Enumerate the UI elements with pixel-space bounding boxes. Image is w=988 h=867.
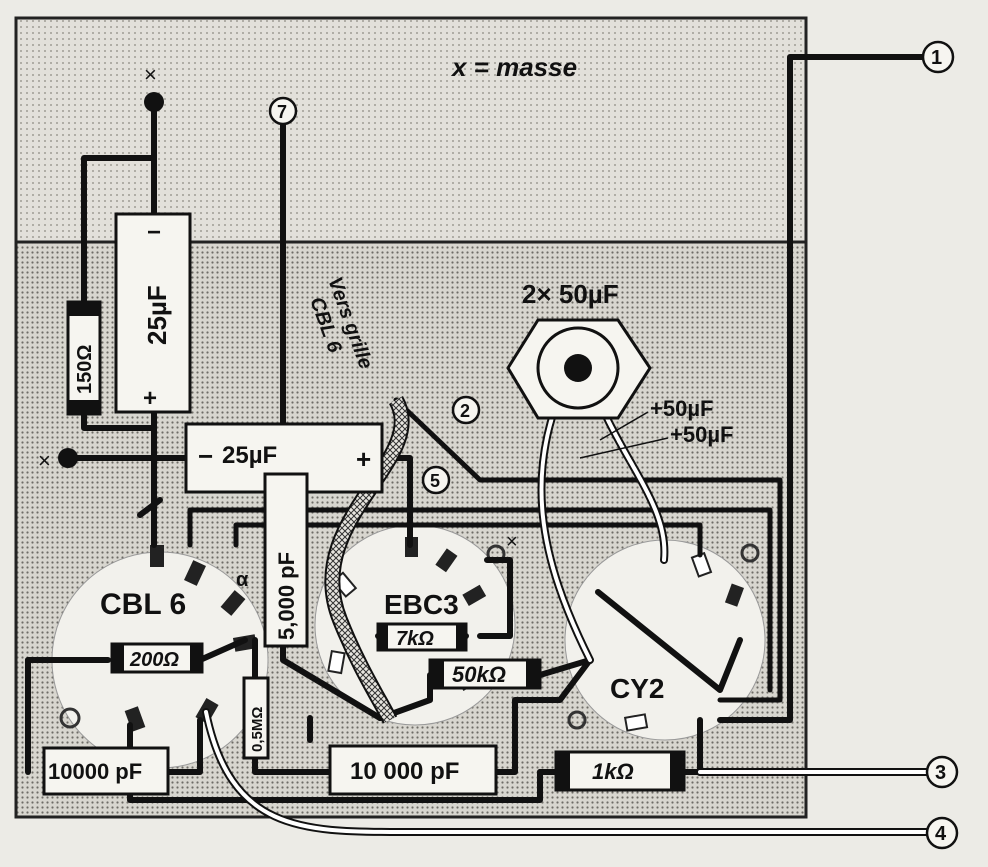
cap-plus: +	[356, 444, 371, 474]
capacitor-dual-50uf: 2× 50µF +50µF +50µF	[506, 279, 733, 459]
svg-text:2: 2	[460, 401, 470, 421]
resistor-7k: 7kΩ	[376, 622, 468, 652]
resistor-05m-label: 0,5MΩ	[249, 707, 266, 752]
cap-plus: +	[143, 385, 157, 412]
ground-mark-top: ×	[144, 62, 157, 87]
terminal-5	[421, 465, 451, 495]
terminal-2	[451, 395, 481, 425]
tube-cy2-label: CY2	[610, 673, 664, 704]
resistor-1k: 1kΩ	[554, 750, 686, 792]
ground-mark-ebc3: ×	[506, 531, 518, 553]
ground-markers: × × ×	[38, 62, 518, 553]
cap-value: 25µF	[222, 442, 277, 469]
capacitor-10000pf-left: 10000 pF	[42, 746, 170, 796]
cap-dual-b: +50µF	[670, 422, 733, 447]
wiring	[25, 54, 933, 803]
capacitor-10000pf-middle: 10 000 pF	[328, 744, 498, 796]
resistor-200: 200Ω	[110, 642, 204, 674]
cap-value: 25µF	[142, 285, 172, 345]
resistor-200-label: 200Ω	[129, 649, 179, 671]
ground-mark-left: ×	[38, 448, 51, 473]
resistor-7k-label: 7kΩ	[396, 628, 434, 650]
chassis-upper-panel	[14, 16, 808, 244]
terminal-4	[925, 816, 959, 850]
cap-5000-label: 5,000 pF	[274, 552, 299, 640]
tube-cy2: CY2	[564, 539, 766, 741]
tube-ebc3-label: EBC3	[384, 589, 459, 620]
resistor-05m: 0,5MΩ	[242, 676, 270, 760]
cap-10000-mid-label: 10 000 pF	[350, 758, 459, 785]
capacitor-5000pf: 5,000 pF	[263, 472, 309, 648]
socket-hole-icon	[740, 543, 760, 563]
terminal-7	[268, 96, 298, 126]
resistor-50k: 50kΩ	[428, 658, 542, 690]
terminal-1	[921, 40, 955, 74]
tube-cbl6-label: CBL 6	[100, 588, 186, 621]
legend-masse: x = masse	[450, 52, 577, 82]
cap-minus: −	[198, 441, 213, 471]
resistor-1k-label: 1kΩ	[592, 759, 634, 784]
resistor-150-label: 150Ω	[74, 345, 96, 394]
resistor-150: 150Ω	[66, 300, 102, 416]
socket-hole-icon	[567, 710, 587, 730]
cap-dual-a: +50µF	[650, 396, 713, 421]
cap-dual-title: 2× 50µF	[522, 279, 619, 309]
svg-text:5: 5	[430, 471, 440, 491]
capacitor-25uf-vertical: − 25µF +	[114, 212, 192, 414]
svg-text:1: 1	[931, 47, 942, 69]
svg-text:7: 7	[277, 102, 287, 122]
pin-mark-alpha: α	[236, 569, 249, 591]
resistor-50k-label: 50kΩ	[452, 662, 506, 687]
svg-text:3: 3	[935, 762, 946, 784]
cap-minus: −	[147, 219, 161, 246]
cap-10000-left-label: 10000 pF	[48, 759, 142, 784]
socket-hole-icon	[59, 707, 81, 729]
terminal-3	[925, 755, 959, 789]
svg-text:4: 4	[935, 823, 947, 845]
